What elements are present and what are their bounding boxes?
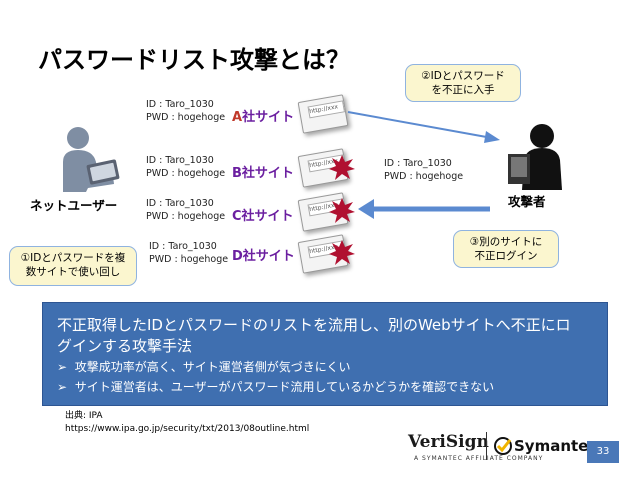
credential-id: ID : Taro_1030 [384, 158, 452, 169]
burst-icon [329, 155, 355, 180]
credential-id: ID : Taro_1030 [146, 198, 214, 209]
callout-line: ①IDとパスワードを複 [20, 252, 126, 264]
source-label: 出典: IPA [65, 411, 103, 421]
attacker-label: 攻撃者 [508, 194, 546, 209]
verisign-logo: VeriSign [408, 432, 489, 452]
summary-box: 不正取得したIDとパスワードのリストを流用し、別のWebサイトへ不正にロ グイン… [42, 302, 608, 406]
credential-id: ID : Taro_1030 [146, 99, 214, 110]
burst-icon [329, 198, 355, 223]
summary-lead-line1: 不正取得したIDとパスワードのリストを流用し、別のWebサイトへ不正にロ [57, 316, 571, 334]
site-letter: A [232, 110, 243, 125]
credential-c: ID : Taro_1030 PWD : hogehoge [146, 197, 225, 223]
credential-id: ID : Taro_1030 [149, 241, 217, 252]
credential-d: ID : Taro_1030 PWD : hogehoge [149, 240, 228, 266]
arrow-bullet-icon: ➢ [57, 380, 75, 394]
credential-a: ID : Taro_1030 PWD : hogehoge [146, 98, 225, 124]
source-citation: 出典: IPA https://www.ipa.go.jp/security/t… [65, 410, 309, 436]
callout-step2: ②IDとパスワード を不正に入手 [405, 64, 521, 102]
site-suffix: 社サイト [241, 209, 294, 224]
page-title: パスワードリスト攻撃とは？ [38, 46, 350, 74]
credential-pwd: PWD : hogehoge [146, 211, 226, 222]
callout-line: 不正ログイン [474, 250, 538, 262]
site-letter: D [232, 249, 243, 264]
summary-lead-line2: グインする攻撃手法 [57, 337, 193, 355]
net-user-label: ネットユーザー [30, 198, 118, 213]
site-letter: B [232, 166, 242, 181]
symantec-check-icon [494, 437, 512, 455]
logo-divider [486, 432, 487, 460]
site-a-label: A社サイト [232, 106, 294, 125]
credential-pwd: PWD : hogehoge [146, 112, 226, 123]
arrow-steal [347, 111, 500, 143]
summary-bullet: ➢ サイト運営者は、ユーザーがパスワード流用しているかどうかを確認できない [57, 377, 593, 397]
arrow-bullet-icon: ➢ [57, 360, 75, 374]
callout-line: ③別のサイトに [469, 236, 543, 248]
credential-pwd: PWD : hogehoge [146, 168, 226, 179]
attacker-icon [508, 124, 562, 190]
bullet-text: サイト運営者は、ユーザーがパスワード流用しているかどうかを確認できない [74, 380, 495, 394]
callout-line: 数サイトで使い回し [25, 266, 121, 278]
callout-line: ②IDとパスワード [421, 70, 505, 82]
bullet-text: 攻撃成功率が高く、サイト運営者側が気づきにくい [74, 360, 351, 374]
site-d-label: D社サイト [232, 245, 295, 264]
callout-line: を不正に入手 [431, 84, 495, 96]
source-url[interactable]: https://www.ipa.go.jp/security/txt/2013/… [65, 424, 310, 434]
site-suffix: 社サイト [241, 166, 294, 181]
site-letter: C [232, 209, 242, 224]
net-user-icon [63, 127, 120, 192]
symantec-logo: Symantec. [514, 437, 603, 455]
summary-bullet: ➢ 攻撃成功率が高く、サイト運営者側が気づきにくい [57, 357, 593, 377]
arrow-login [358, 199, 490, 219]
callout-step1: ①IDとパスワードを複 数サイトで使い回し [9, 246, 137, 286]
site-c-label: C社サイト [232, 205, 294, 224]
credential-id: ID : Taro_1030 [146, 155, 214, 166]
site-suffix: 社サイト [242, 110, 295, 125]
credential-b: ID : Taro_1030 PWD : hogehoge [146, 154, 225, 180]
page-number: 33 [587, 441, 619, 463]
attacker-credential: ID : Taro_1030 PWD : hogehoge [384, 157, 463, 183]
site-b-label: B社サイト [232, 162, 294, 181]
site-suffix: 社サイト [242, 249, 295, 264]
verisign-logo-sub: A SYMANTEC AFFILIATE COMPANY [414, 455, 544, 462]
burst-icon [329, 240, 355, 265]
credential-pwd: PWD : hogehoge [149, 254, 229, 265]
callout-step3: ③別のサイトに 不正ログイン [453, 230, 559, 268]
credential-pwd: PWD : hogehoge [384, 171, 464, 182]
